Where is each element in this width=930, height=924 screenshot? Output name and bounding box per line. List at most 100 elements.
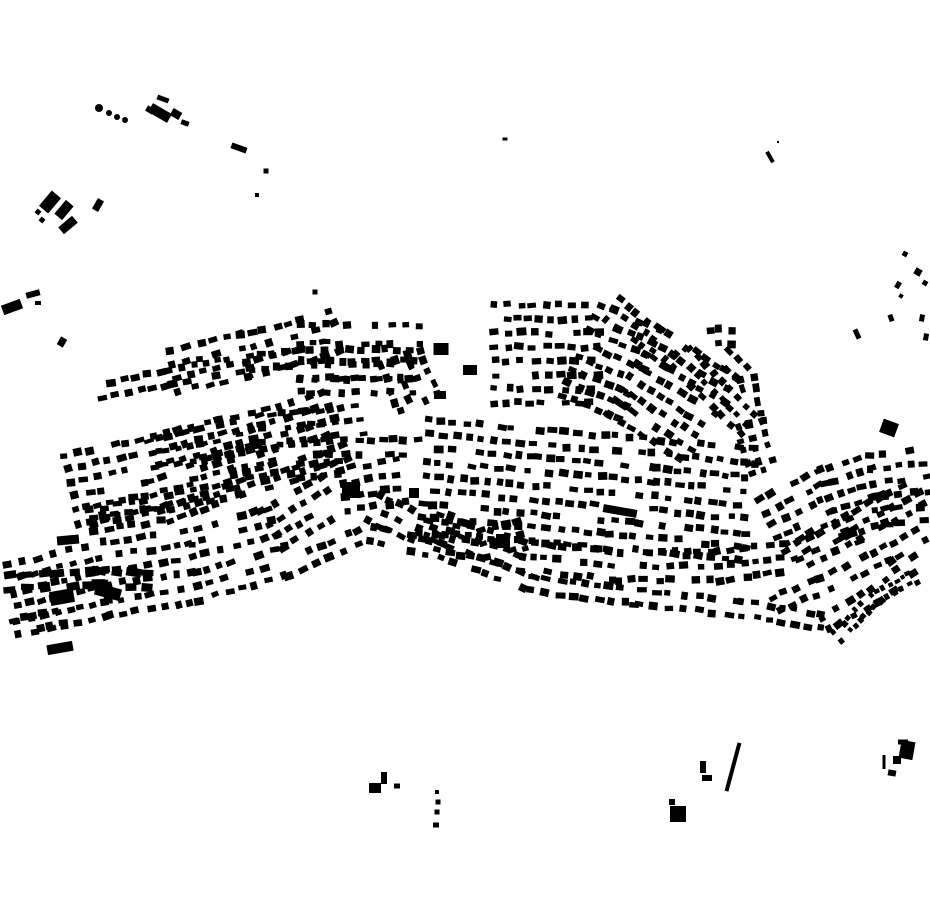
building xyxy=(163,491,175,501)
building xyxy=(484,477,492,486)
building xyxy=(552,554,562,563)
building xyxy=(593,544,603,553)
building xyxy=(569,395,579,404)
building xyxy=(606,596,616,606)
building xyxy=(322,485,333,496)
building xyxy=(223,333,232,340)
building xyxy=(907,568,919,579)
building xyxy=(555,592,566,599)
building xyxy=(656,436,666,446)
building xyxy=(697,392,707,401)
building xyxy=(766,602,777,612)
building xyxy=(49,577,60,587)
building xyxy=(652,463,661,472)
building xyxy=(356,504,366,511)
building xyxy=(384,450,395,458)
building xyxy=(445,549,456,557)
building xyxy=(580,578,590,588)
building xyxy=(924,489,930,496)
building xyxy=(39,581,51,593)
building xyxy=(287,504,298,515)
building xyxy=(737,613,745,620)
building xyxy=(368,501,378,511)
building xyxy=(211,371,221,380)
building xyxy=(123,535,133,545)
building xyxy=(356,417,364,423)
building xyxy=(817,623,825,631)
building xyxy=(617,341,627,349)
building xyxy=(195,355,204,363)
building xyxy=(752,558,760,565)
building xyxy=(571,457,581,464)
building xyxy=(97,394,108,402)
building xyxy=(324,360,332,369)
building xyxy=(120,374,130,383)
building xyxy=(220,481,231,491)
building xyxy=(792,537,802,548)
building xyxy=(861,516,871,525)
building xyxy=(447,557,459,567)
building xyxy=(619,462,630,470)
building xyxy=(75,587,86,596)
building xyxy=(621,597,630,606)
building xyxy=(558,468,570,478)
building xyxy=(547,316,554,324)
building xyxy=(8,617,19,625)
building xyxy=(436,538,448,549)
building xyxy=(734,422,743,432)
building xyxy=(732,410,741,418)
building xyxy=(595,390,606,400)
building xyxy=(810,546,821,555)
building xyxy=(409,488,419,498)
building xyxy=(657,547,666,556)
building xyxy=(375,490,386,501)
building xyxy=(402,321,410,328)
building xyxy=(154,433,164,442)
building xyxy=(475,448,485,456)
building xyxy=(94,554,103,563)
building xyxy=(192,580,204,591)
building xyxy=(572,429,583,437)
building xyxy=(257,325,267,335)
building xyxy=(562,443,571,452)
building xyxy=(157,558,170,568)
building xyxy=(321,338,331,345)
building xyxy=(169,108,183,120)
building xyxy=(194,424,206,433)
building xyxy=(627,574,636,583)
building xyxy=(837,532,846,541)
building xyxy=(690,430,700,440)
building xyxy=(649,505,659,512)
building xyxy=(252,550,265,561)
building xyxy=(210,590,220,598)
building xyxy=(20,583,34,591)
building xyxy=(0,298,24,316)
building xyxy=(149,531,157,539)
building xyxy=(140,520,151,530)
building xyxy=(324,307,333,316)
building xyxy=(434,809,440,815)
building xyxy=(583,400,592,410)
building xyxy=(189,486,197,493)
building xyxy=(828,477,840,486)
building xyxy=(325,406,335,414)
building xyxy=(706,552,716,561)
building xyxy=(247,426,257,435)
building xyxy=(316,422,326,428)
building xyxy=(580,344,589,353)
building xyxy=(59,453,68,460)
building xyxy=(392,346,401,355)
building xyxy=(258,471,268,480)
building xyxy=(351,387,361,396)
building xyxy=(906,580,914,587)
building xyxy=(159,500,170,510)
building xyxy=(824,462,835,473)
building xyxy=(741,559,750,567)
building xyxy=(855,533,866,544)
building xyxy=(710,514,720,521)
building xyxy=(263,168,269,174)
building xyxy=(576,383,586,393)
building xyxy=(432,545,442,553)
building xyxy=(370,389,378,397)
building xyxy=(489,344,499,351)
